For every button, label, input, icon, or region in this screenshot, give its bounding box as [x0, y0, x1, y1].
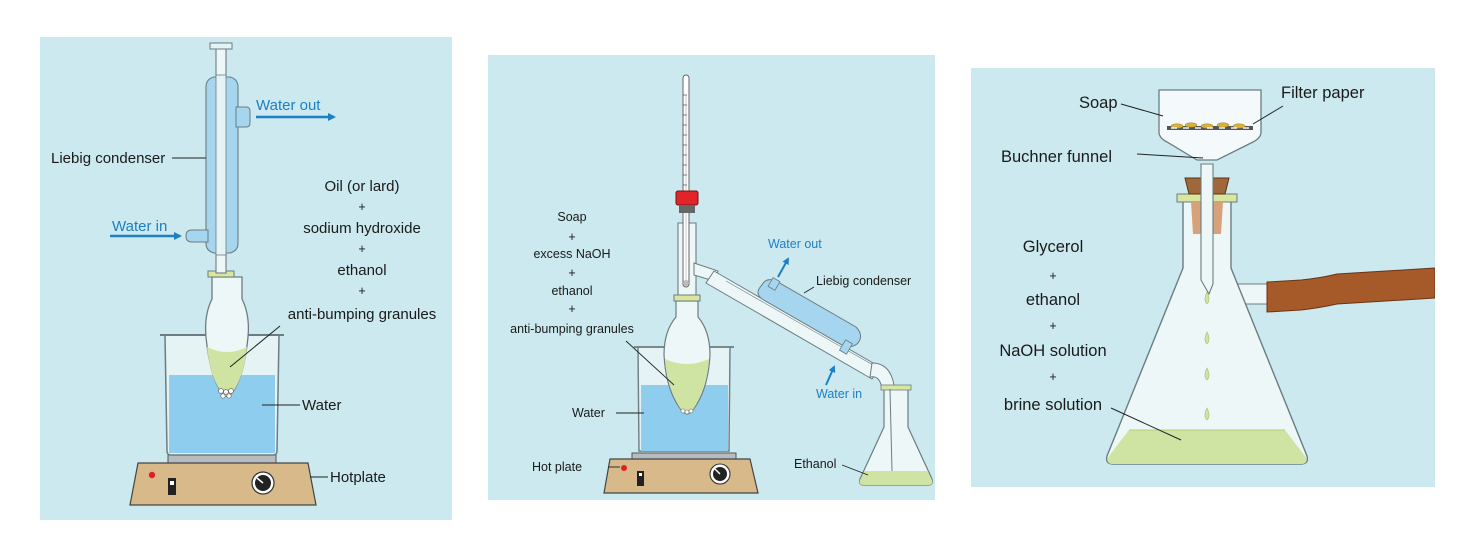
- reagent-sodium-hydroxide-label: sodium hydroxide: [303, 220, 421, 237]
- pear-shaped-flask: [204, 276, 250, 399]
- glycerol-label: Glycerol: [1023, 238, 1084, 256]
- anti-bumping-granules-icon: [218, 388, 234, 399]
- reagent-ethanol-label: ethanol: [337, 262, 386, 279]
- plus-sign: +: [358, 284, 365, 298]
- plus-sign: +: [568, 266, 575, 280]
- brine-solution-label: brine solution: [1004, 396, 1102, 414]
- water-label: Water: [302, 397, 341, 414]
- reagent-anti-bumping-label: anti-bumping granules: [510, 322, 634, 336]
- distillation-apparatus-drawing: Soap + excess NaOH + ethanol + anti-bump…: [510, 74, 934, 494]
- plus-sign: +: [1049, 269, 1056, 283]
- hotplate: [129, 454, 317, 506]
- power-switch-icon: [637, 471, 644, 486]
- filter-paper-label: Filter paper: [1281, 84, 1365, 102]
- hot-plate-label: Hot plate: [532, 460, 582, 474]
- filtration-diagram-panel: Soap Filter paper Buchner funnel Glycero…: [971, 68, 1435, 487]
- thermometer-bung: [675, 190, 699, 206]
- plus-sign: +: [568, 302, 575, 316]
- collection-conical-flask: [858, 384, 934, 486]
- soap-residue: [1170, 122, 1246, 129]
- filtrate-liquid: [1107, 430, 1307, 464]
- ethanol-product-label: Ethanol: [794, 457, 836, 471]
- reagent-ethanol-label: ethanol: [551, 284, 592, 298]
- reagent-anti-bumping-label: anti-bumping granules: [288, 306, 436, 323]
- funnel-stem: [1200, 163, 1214, 296]
- plus-sign: +: [568, 230, 575, 244]
- thermometer: [682, 74, 690, 288]
- reagent-oil-label: Oil (or lard): [324, 178, 399, 195]
- plus-sign: +: [358, 200, 365, 214]
- water-in-label: Water in: [816, 387, 862, 401]
- plus-sign: +: [1049, 370, 1056, 384]
- vacuum-rubber-tubing: [1266, 267, 1435, 313]
- liebig-condenser: [185, 74, 251, 256]
- ethanol-label: ethanol: [1026, 291, 1080, 309]
- naoh-solution-label: NaOH solution: [999, 342, 1106, 360]
- water-out-label: Water out: [768, 237, 822, 251]
- soap-label: Soap: [1079, 94, 1118, 112]
- liebig-condenser-label: Liebig condenser: [816, 274, 911, 288]
- water-label: Water: [572, 406, 605, 420]
- reflux-diagram-panel: Water out Liebig condenser Water in Oil …: [40, 37, 452, 520]
- plus-sign: +: [1049, 319, 1056, 333]
- anti-bumping-granules-icon: [680, 408, 694, 415]
- buchner-funnel-label: Buchner funnel: [1001, 148, 1112, 166]
- hotplate-label: Hotplate: [330, 469, 386, 486]
- water-out-label: Water out: [256, 97, 321, 114]
- reagent-excess-naoh-label: excess NaOH: [533, 247, 610, 261]
- soap-label: Soap: [557, 210, 586, 224]
- liebig-condenser-label: Liebig condenser: [51, 150, 165, 167]
- water-in-label: Water in: [112, 218, 167, 235]
- liebig-condenser: [705, 270, 881, 380]
- plus-sign: +: [358, 242, 365, 256]
- reflux-apparatus-drawing: Water out Liebig condenser Water in Oil …: [51, 42, 436, 506]
- filtrate-drops: [1204, 291, 1210, 421]
- filtration-apparatus-drawing: Soap Filter paper Buchner funnel Glycero…: [999, 84, 1435, 465]
- buchner-funnel: [1158, 89, 1262, 161]
- power-light-icon: [621, 465, 627, 471]
- distillation-diagram-panel: Soap + excess NaOH + ethanol + anti-bump…: [488, 55, 935, 500]
- power-switch-icon: [168, 478, 176, 495]
- power-light-icon: [148, 471, 156, 479]
- pear-shaped-flask: [663, 300, 711, 415]
- hot-plate: [603, 452, 759, 494]
